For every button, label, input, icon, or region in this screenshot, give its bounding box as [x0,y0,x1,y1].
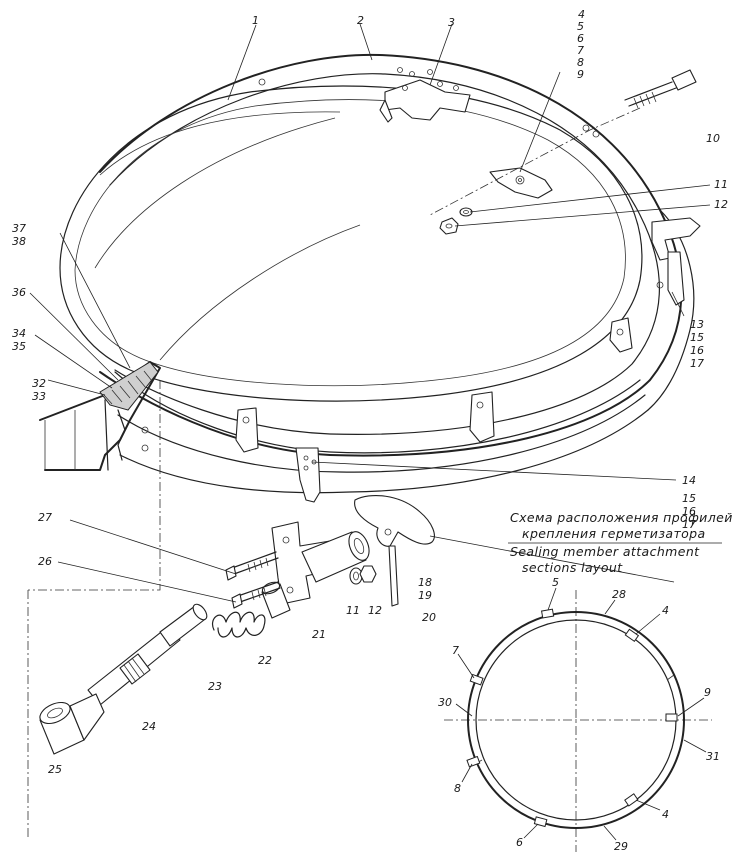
callout-9: 9 [577,68,584,81]
callout-18: 18 [418,576,432,589]
callout-17-lower: 17 [682,518,696,531]
pad-9 [665,713,678,722]
layout-label-9: 9 [704,686,711,699]
layout-label-5: 5 [552,576,559,589]
callout-15: 15 [690,331,704,344]
callout-17: 17 [690,357,704,370]
callout-13: 13 [690,318,704,331]
callout-16: 16 [690,344,704,357]
callout-2: 2 [357,14,364,27]
frame-fittings [235,67,701,503]
hatch-frame-ring [59,53,695,494]
callout-16-lower: 16 [682,505,696,518]
callout-11-lower: 11 [346,604,360,617]
layout-label-6: 6 [516,836,523,849]
callout-27: 27 [38,511,52,524]
callout-19: 19 [418,589,432,602]
caption-en-line-2: sections layout [522,560,623,575]
centerline-frame-axis [28,380,161,591]
callout-38: 38 [12,235,26,248]
callout-22: 22 [258,654,272,667]
callout-labels: 1 2 3 4 5 6 7 8 9 10 11 12 13 15 16 17 1… [12,8,728,776]
callout-5: 5 [577,20,584,33]
callout-7: 7 [577,44,584,57]
caption-en-line-1: Sealing member attachment [510,544,700,559]
pad-5 [540,608,555,619]
callout-35: 35 [12,340,26,353]
callout-12-lower: 12 [368,604,382,617]
layout-label-28: 28 [612,588,626,601]
callout-33: 33 [32,390,46,403]
callout-14: 14 [682,474,696,487]
callout-24: 24 [142,720,156,733]
latch-assembly [39,495,435,755]
screw-10 [624,69,697,109]
caption-ru-line-1: Схема расположения профилей [510,510,733,525]
layout-label-4-upper: 4 [662,604,669,617]
callout-12: 12 [714,198,728,211]
callout-34: 34 [12,327,26,340]
pad-6 [533,816,548,828]
seal-section-cutaway [39,361,161,471]
callout-1: 1 [252,14,259,27]
layout-label-8: 8 [454,782,461,795]
callout-26: 26 [38,555,52,568]
layout-label-31: 31 [706,750,720,763]
layout-label-7: 7 [452,644,459,657]
callout-4: 4 [578,8,585,21]
callout-36: 36 [12,286,26,299]
caption-ru-line-2: крепления герметизатора [522,526,706,541]
callout-37: 37 [12,222,26,235]
washer-11-nut-12 [439,207,473,235]
callout-20: 20 [422,611,436,624]
pad-4-upper [624,628,640,643]
layout-label-29: 29 [614,840,628,853]
callout-10: 10 [706,132,720,145]
centerline-screw-10 [429,107,641,216]
callout-8: 8 [577,56,584,69]
callout-25: 25 [48,763,62,776]
pad-4-lower [624,793,639,807]
layout-caption: Схема расположения профилей крепления ге… [508,510,733,575]
callout-32: 32 [32,377,46,390]
callout-23: 23 [208,680,222,693]
sealing-layout-diagram: 5 28 4 7 30 9 31 8 4 6 29 [438,576,720,853]
pad-7 [469,673,484,686]
callout-15-lower: 15 [682,492,696,505]
callout-3: 3 [448,16,455,29]
pad-8 [466,755,481,768]
callout-6: 6 [577,32,584,45]
callout-leaders [29,23,711,603]
layout-label-4-lower: 4 [662,808,669,821]
callout-11: 11 [714,178,728,191]
layout-label-30: 30 [438,696,452,709]
callout-21: 21 [312,628,326,641]
